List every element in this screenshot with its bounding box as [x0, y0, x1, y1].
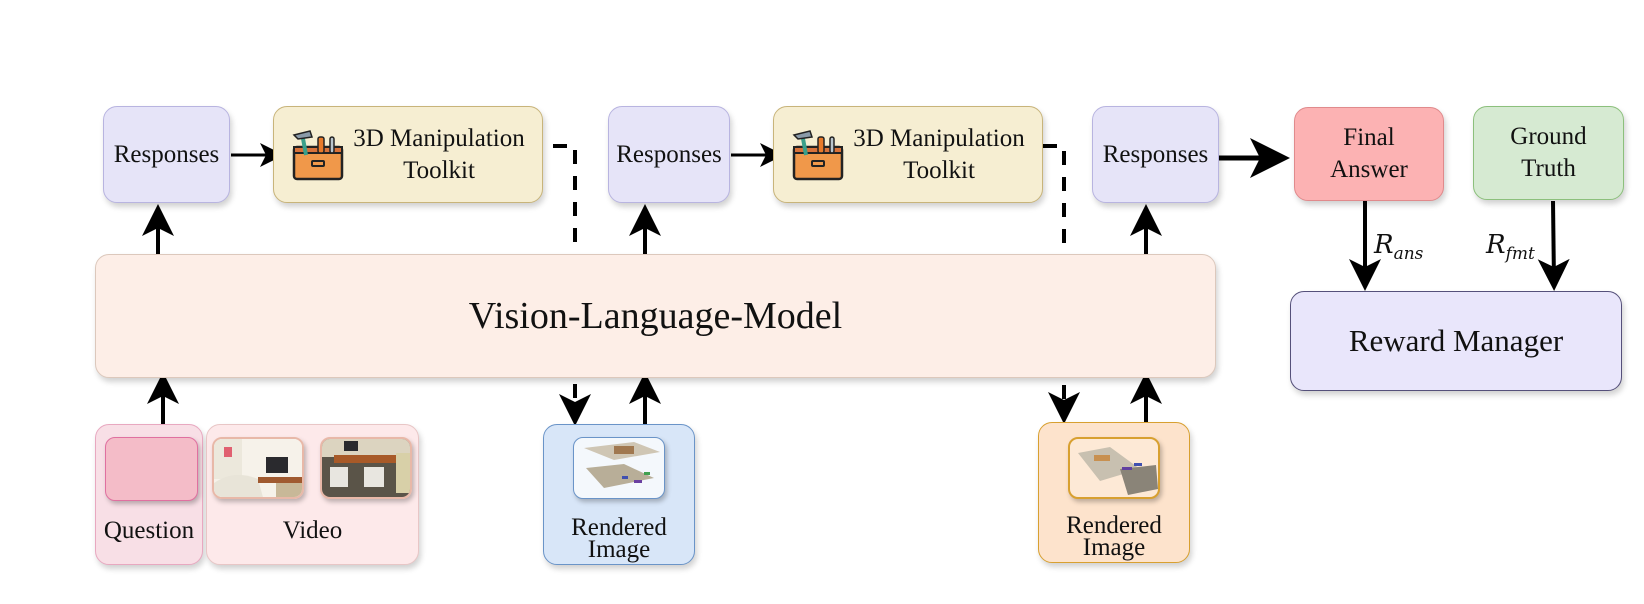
responses-node-2-label: Responses: [616, 140, 722, 168]
toolkit-node-1-line1: 3D Manipulation: [353, 124, 525, 152]
toolkit-node-1-text: 3D Manipulation Toolkit: [344, 123, 534, 187]
video-group: Video: [206, 424, 419, 565]
rendered-image-2-line1: Rendered: [1066, 512, 1162, 539]
toolkit-node-2-text: 3D Manipulation Toolkit: [844, 123, 1034, 187]
question-text-placeholder: [105, 437, 198, 501]
final-answer-node: Final Answer: [1294, 107, 1444, 201]
r-ans-sub: ans: [1393, 244, 1424, 265]
reward-manager-node: Reward Manager: [1290, 291, 1622, 391]
toolkit-node-2: 3D Manipulation Toolkit: [773, 106, 1043, 203]
rendered-image-1-label: Rendered Image: [544, 514, 694, 563]
video-label: Video: [282, 517, 343, 544]
question-group: Question: [95, 424, 203, 565]
rendered-image-node-1: Rendered Image: [543, 424, 695, 565]
r-fmt-base: R: [1486, 230, 1506, 260]
rendered-image-1-line1: Rendered: [571, 514, 667, 541]
3d-render-image: [1078, 447, 1158, 495]
responses-node-3-label: Responses: [1102, 140, 1209, 168]
final-answer-line1: Final: [1343, 124, 1395, 151]
toolkit-node-2-line1: 3D Manipulation: [853, 124, 1025, 152]
responses-node-1-label: Responses: [113, 140, 220, 168]
final-answer-line2: Answer: [1330, 156, 1408, 183]
toolbox-icon: [792, 130, 844, 181]
rendered-image-2-thumb: [1068, 437, 1160, 499]
rendered-image-node-2: Rendered Image: [1038, 422, 1190, 563]
toolkit-node-1: 3D Manipulation Toolkit: [273, 106, 543, 203]
r-fmt-label: Rfmt: [1486, 230, 1535, 264]
r-ans-base: R: [1374, 230, 1394, 260]
ground-truth-line1: Ground: [1510, 123, 1587, 150]
video-frame-2: [320, 437, 412, 499]
rendered-image-2-label: Rendered Image: [1039, 512, 1189, 561]
toolbox-icon: [292, 130, 344, 181]
ground-truth-line2: Truth: [1521, 155, 1576, 182]
r-fmt-sub: fmt: [1505, 244, 1535, 265]
rendered-image-1-line2: Image: [587, 536, 651, 563]
question-label: Question: [103, 517, 195, 544]
video-frame-1: [212, 437, 304, 499]
vlm-label: Vision-Language-Model: [468, 295, 843, 337]
responses-node-1: Responses: [103, 106, 230, 203]
edge-toolkit-2-to-rendered-image-2: [1043, 144, 1080, 424]
edge-ground-truth-to-reward-manager: [1537, 200, 1570, 291]
responses-node-3: Responses: [1092, 106, 1219, 203]
edge-toolkit-1-to-rendered-image-1: [553, 144, 591, 426]
responses-node-2: Responses: [608, 106, 730, 203]
reward-manager-label: Reward Manager: [1348, 323, 1564, 358]
rendered-image-2-line2: Image: [1082, 534, 1146, 561]
toolkit-node-1-line2: Toolkit: [403, 156, 475, 184]
vlm-node: Vision-Language-Model: [95, 254, 1216, 378]
rendered-image-1-thumb: [573, 437, 665, 499]
3d-render-image: [584, 442, 660, 488]
ground-truth-node: Ground Truth: [1473, 106, 1624, 200]
toolkit-node-2-line2: Toolkit: [903, 156, 975, 184]
r-ans-label: Rans: [1374, 230, 1423, 264]
bedroom-frame-image: [214, 439, 302, 497]
desk-frame-image: [322, 439, 410, 497]
